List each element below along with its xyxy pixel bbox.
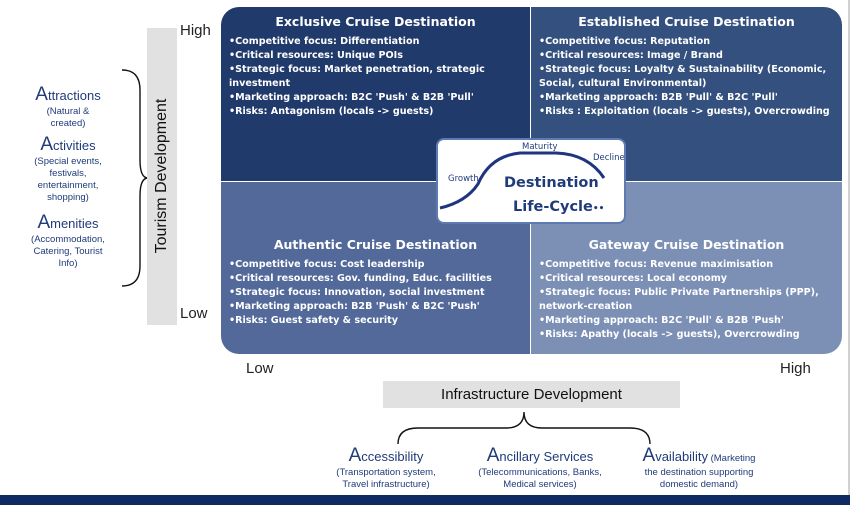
- quadrant-bullet: •Risks: Apathy (locals -> guests), Overc…: [539, 329, 800, 340]
- lifecycle-curve: Growth Maturity Decline Destination Life…: [439, 142, 624, 215]
- bottom-item-name: vailability: [655, 449, 708, 464]
- x-axis-title: Infrastructure Development: [441, 386, 622, 403]
- slide-footer-band: [0, 495, 850, 505]
- x-axis-bar: [383, 381, 680, 408]
- left-item-initial: A: [40, 134, 54, 155]
- y-axis-high-label: High: [180, 22, 211, 39]
- quadrant-bullet: •Risks: Antagonism (locals -> guests): [229, 106, 434, 117]
- quadrant-bullet: •Marketing approach: B2B 'Push' & B2C 'P…: [229, 301, 480, 312]
- quadrant-bullet: •Strategic focus: Market penetration, st…: [229, 64, 485, 89]
- quadrant-bullet: •Strategic focus: Loyalty & Sustainabili…: [539, 64, 827, 89]
- slide-right-edge: [848, 0, 850, 495]
- left-item-desc-line: Info): [58, 258, 78, 269]
- quadrant-established-cruise-destination: Established Cruise Destination •Competit…: [531, 7, 842, 181]
- bottom-item-desc-line: (Telecommunications, Banks,: [478, 467, 602, 478]
- y-axis-bar: [147, 28, 177, 325]
- quadrant-title: Exclusive Cruise Destination: [275, 14, 476, 29]
- left-item-desc-line: Catering, Tourist: [33, 246, 103, 257]
- left-item-desc-line: shopping): [47, 192, 89, 203]
- bottom-item-desc-line: domestic demand): [659, 479, 739, 490]
- lifecycle-growth-label: Growth: [448, 174, 479, 184]
- quadrant-title: Established Cruise Destination: [578, 14, 795, 29]
- left-item-initial: A: [35, 84, 48, 105]
- left-item-desc-line: entertainment,: [37, 180, 99, 191]
- left-item-initial: A: [37, 212, 51, 233]
- quadrant-bullet: •Competitive focus: Reputation: [539, 36, 711, 47]
- left-item-attractions: Attractions (Natural & created): [18, 84, 118, 130]
- left-item-desc-line: festivals,: [49, 168, 87, 179]
- left-item-desc-line: created): [50, 118, 86, 129]
- y-axis-low-label: Low: [180, 305, 208, 322]
- bottom-item-desc-line: the destination supporting: [644, 467, 754, 478]
- lifecycle-title-suffix: ••: [593, 204, 605, 214]
- bottom-item-ancillary-services: Ancillary Services (Telecommunications, …: [460, 445, 620, 491]
- left-item-name: ctivities: [53, 138, 96, 153]
- quadrant-bullet: •Critical resources: Image / Brand: [539, 50, 723, 61]
- quadrant-bullet: •Marketing approach: B2C 'Push' & B2B 'P…: [229, 92, 474, 103]
- destination-lifecycle-box: Growth Maturity Decline Destination Life…: [436, 138, 626, 224]
- x-axis-high-label: High: [780, 360, 811, 377]
- x-axis-low-label: Low: [246, 360, 274, 377]
- bottom-item-desc-line: Travel infrastructure): [342, 479, 430, 490]
- quadrant-bullet: •Marketing approach: B2B 'Pull' & B2C 'P…: [539, 92, 778, 103]
- quadrant-bullet-list: •Competitive focus: Reputation •Critical…: [539, 35, 834, 119]
- lifecycle-decline-label: Decline: [593, 153, 624, 163]
- bottom-item-accessibility: Accessibility (Transportation system, Tr…: [318, 445, 454, 491]
- bottom-item-initial: A: [486, 445, 500, 466]
- lifecycle-maturity-label: Maturity: [522, 142, 557, 152]
- quadrant-bullet: •Marketing approach: B2C 'Pull' & B2B 'P…: [539, 315, 784, 326]
- quadrant-bullet: •Risks : Exploitation (locals -> guests)…: [539, 106, 830, 117]
- left-item-activities: Activities (Special events, festivals, e…: [18, 134, 118, 204]
- bottom-item-availability: Availability (Marketing the destination …: [626, 445, 772, 491]
- left-curly-brace: [121, 69, 149, 287]
- bottom-item-name: ncillary Services: [499, 449, 594, 464]
- left-item-name: ttractions: [47, 88, 101, 103]
- left-item-desc-line: (Special events,: [34, 156, 102, 167]
- quadrant-authentic-cruise-destination: Authentic Cruise Destination •Competitiv…: [221, 182, 530, 354]
- quadrant-bullet: •Strategic focus: Innovation, social inv…: [229, 287, 485, 298]
- left-item-desc-line: (Accommodation,: [31, 234, 105, 245]
- quadrant-bullet: •Competitive focus: Revenue maximisation: [539, 259, 774, 270]
- quadrant-bullet-list: •Competitive focus: Revenue maximisation…: [539, 258, 834, 342]
- bottom-item-initial: A: [642, 445, 656, 466]
- lifecycle-title-line1: Destination: [504, 175, 599, 191]
- quadrant-bullet-list: •Competitive focus: Cost leadership •Cri…: [229, 258, 522, 328]
- bottom-item-desc-line: (Transportation system,: [336, 467, 436, 478]
- quadrant-bullet-list: •Competitive focus: Differentiation •Cri…: [229, 35, 522, 119]
- bottom-item-initial: A: [348, 445, 362, 466]
- bottom-curly-brace: [397, 411, 651, 445]
- bottom-item-desc-line: Medical services): [503, 479, 577, 490]
- lifecycle-title-text: Life-Cycle: [513, 199, 593, 215]
- lifecycle-title-line2: Life-Cycle••: [513, 199, 604, 215]
- left-item-desc-line: (Natural &: [46, 106, 90, 117]
- quadrant-bullet: •Risks: Guest safety & security: [229, 315, 398, 326]
- left-item-name: menities: [50, 216, 99, 231]
- bottom-item-inline-desc: (Marketing: [707, 453, 756, 464]
- quadrant-bullet: •Competitive focus: Cost leadership: [229, 259, 425, 270]
- quadrant-bullet: •Critical resources: Local economy: [539, 273, 727, 284]
- quadrant-title: Gateway Cruise Destination: [588, 237, 785, 252]
- quadrant-bullet: •Competitive focus: Differentiation: [229, 36, 420, 47]
- quadrant-bullet: •Critical resources: Unique POIs: [229, 50, 403, 61]
- quadrant-bullet: •Critical resources: Gov. funding, Educ.…: [229, 273, 492, 284]
- quadrant-bullet: •Strategic focus: Public Private Partner…: [539, 287, 819, 312]
- quadrant-title: Authentic Cruise Destination: [273, 237, 478, 252]
- bottom-item-name: ccessibility: [361, 449, 424, 464]
- y-axis-title: Tourism Development: [153, 98, 170, 254]
- left-item-amenities: Amenities (Accommodation, Catering, Tour…: [18, 212, 118, 270]
